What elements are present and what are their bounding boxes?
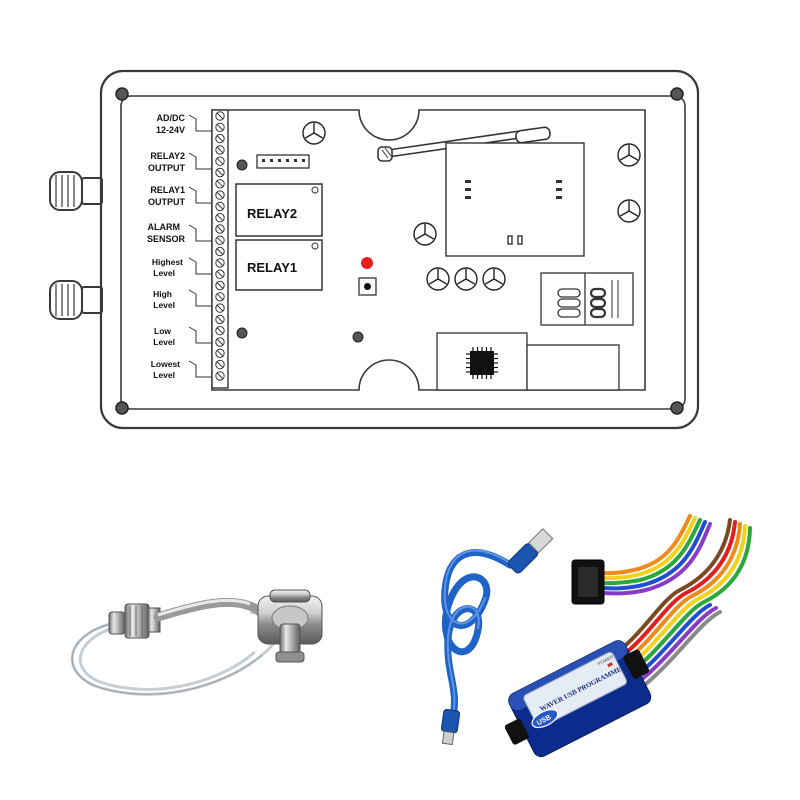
terminal-block: [211, 109, 229, 389]
sim-card-holder: [540, 272, 634, 326]
programmer-body: WAVER USB PROGRAMMER POWER USB: [504, 640, 652, 758]
terminal-screw: [215, 269, 225, 279]
svg-text:AD/DC: AD/DC: [157, 113, 186, 123]
terminal-screw: [215, 167, 225, 178]
power-led: [607, 662, 613, 668]
terminal-label-power: AD/DC 12-24V: [156, 113, 186, 135]
idc-connector: [571, 559, 605, 605]
terminal-label-highest: Highest Level: [152, 257, 183, 278]
push-button: [358, 277, 377, 296]
relay-1: RELAY1: [235, 239, 323, 291]
terminal-screw: [215, 179, 225, 189]
trimpot-icon: [482, 267, 506, 291]
mini-usb-plug: [440, 708, 461, 746]
terminal-label-relay1: RELAY1 OUTPUT: [148, 185, 186, 207]
terminal-screw: [215, 314, 225, 325]
sim-contacts: [557, 287, 607, 319]
terminal-screw: [215, 224, 225, 234]
terminal-label-high: High Level: [153, 289, 175, 310]
svg-text:Highest: Highest: [152, 257, 183, 267]
pin-header: [256, 154, 310, 169]
terminal-screw: [215, 190, 225, 200]
trimpot-icon: [426, 267, 450, 291]
svg-text:RELAY2: RELAY2: [150, 151, 185, 161]
terminal-screw: [215, 145, 225, 155]
svg-text:RELAY2: RELAY2: [247, 206, 297, 221]
terminal-screw: [215, 246, 225, 257]
terminal-label-relay2: RELAY2 OUTPUT: [148, 151, 186, 173]
svg-text:SENSOR: SENSOR: [147, 234, 186, 244]
terminal-label-alarm: ALARM SENSOR: [147, 222, 186, 244]
svg-text:12-24V: 12-24V: [156, 125, 185, 135]
antenna: [377, 126, 551, 162]
terminal-screw: [215, 348, 225, 358]
relay-2: RELAY2: [235, 183, 323, 237]
mcu-area: [436, 332, 620, 391]
terminal-leads: [188, 114, 212, 378]
svg-text:Low: Low: [154, 326, 171, 336]
sensor-float: [257, 589, 323, 663]
terminal-screw: [215, 111, 225, 121]
svg-text:RELAY1: RELAY1: [150, 185, 185, 195]
terminal-screw: [215, 156, 225, 166]
svg-text:OUTPUT: OUTPUT: [148, 163, 186, 173]
terminal-label-low: Low Level: [153, 326, 175, 347]
usb-cable: [440, 527, 554, 746]
mcu-chip: [466, 347, 498, 379]
terminal-screw: [215, 292, 225, 302]
usb-a-plug: [507, 527, 554, 574]
trimpot-icon: [617, 143, 641, 167]
trimpot-icon: [413, 222, 437, 246]
svg-text:RELAY1: RELAY1: [247, 260, 297, 275]
trimpot-icon: [617, 199, 641, 223]
usb-programmer: WAVER USB PROGRAMMER POWER USB: [504, 514, 752, 758]
terminal-screw: [215, 280, 225, 291]
svg-text:Level: Level: [153, 370, 175, 380]
svg-text:Level: Level: [153, 337, 175, 347]
terminal-labels: AD/DC 12-24V RELAY2 OUTPUT RELAY1 OUTPUT…: [147, 113, 212, 380]
corner-screws: [115, 87, 684, 415]
terminal-screw: [215, 359, 225, 370]
sensor-fitting: [108, 603, 161, 639]
trim-potentiometers: [302, 121, 641, 291]
cable-gland-top: [49, 171, 103, 211]
float-level-sensor: [70, 589, 323, 696]
svg-text:Level: Level: [153, 300, 175, 310]
trimpot-icon: [454, 267, 478, 291]
pcb-holes: [236, 159, 364, 343]
terminal-screw: [215, 303, 225, 313]
trimpot-icon: [302, 121, 326, 145]
terminal-screw: [215, 201, 225, 212]
usb-logo: USB: [531, 709, 559, 729]
terminal-screw: [215, 213, 225, 223]
terminal-screw: [215, 371, 225, 381]
terminal-screw: [215, 133, 225, 144]
terminal-screw: [215, 337, 225, 347]
terminal-screw: [215, 326, 225, 336]
svg-text:High: High: [153, 289, 172, 299]
ribbon-cable: [593, 514, 752, 690]
terminal-screw: [215, 235, 225, 246]
svg-text:ALARM: ALARM: [148, 222, 181, 232]
controller-enclosure: [49, 69, 700, 430]
terminal-screw: [215, 258, 225, 268]
terminal-screw: [215, 122, 225, 133]
svg-text:Lowest: Lowest: [151, 359, 180, 369]
svg-text:Level: Level: [153, 268, 175, 278]
terminal-label-lowest: Lowest Level: [151, 359, 180, 380]
cable-gland-bottom: [49, 280, 103, 320]
led-indicator: [361, 257, 373, 269]
gsm-module: [445, 142, 585, 257]
sensor-wires: [70, 610, 282, 696]
svg-text:OUTPUT: OUTPUT: [148, 197, 186, 207]
